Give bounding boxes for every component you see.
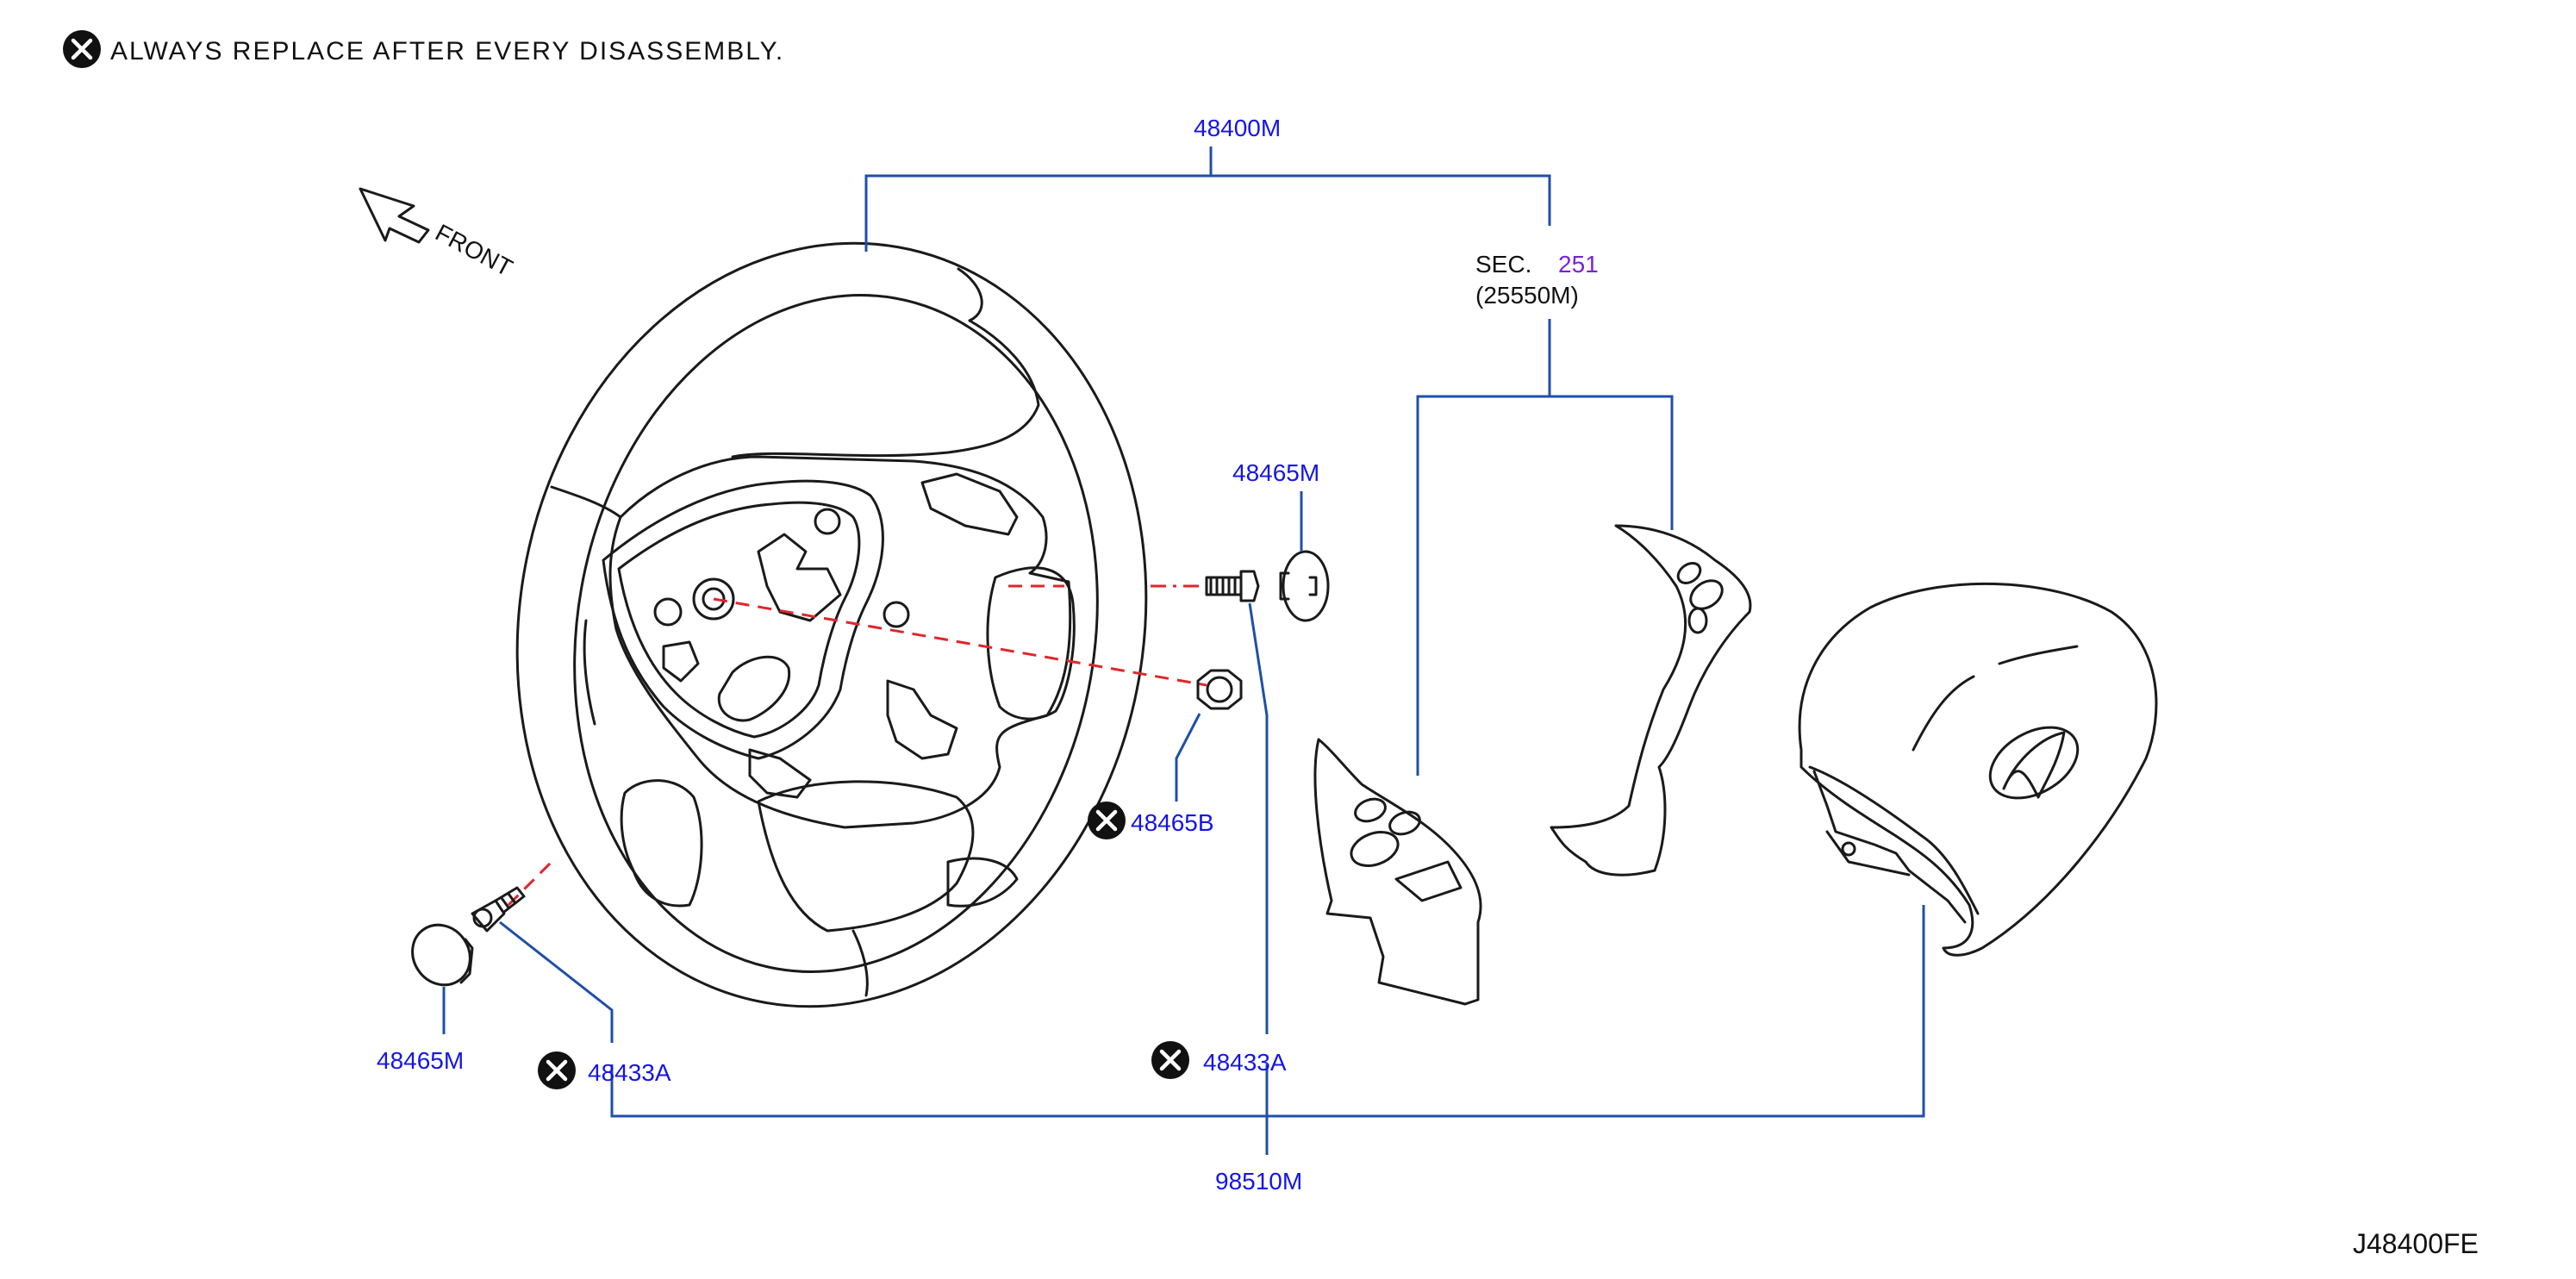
leader-lines — [442, 147, 1925, 1155]
section-prefix: SEC. — [1475, 251, 1531, 278]
diagram-code: J48400FE — [2353, 1228, 2479, 1259]
part-number-nut: 48465B — [1131, 809, 1214, 836]
replace-note: ALWAYS REPLACE AFTER EVERY DISASSEMBLY. — [63, 30, 784, 68]
section-part-number: (25550M) — [1475, 282, 1579, 309]
bolt-center — [1205, 570, 1260, 602]
switch-assembly-right — [1550, 524, 1752, 877]
part-number-bolt-center: 48433A — [1203, 1049, 1287, 1076]
cap-right — [1279, 550, 1330, 622]
part-number-bolt-left: 48433A — [588, 1059, 671, 1086]
airbag-module — [1798, 582, 2158, 957]
part-number-cap-left: 48465M — [377, 1047, 464, 1074]
assembly-centerlines — [507, 584, 1207, 907]
section-number[interactable]: 251 — [1558, 251, 1599, 278]
arrow-icon — [359, 187, 430, 244]
x-circle-icon — [63, 30, 101, 68]
x-circle-icon — [538, 1051, 576, 1089]
x-circle-icon — [1088, 802, 1126, 839]
cap-left — [411, 923, 474, 987]
front-label: FRONT — [431, 219, 517, 282]
steering-wheel-assembly — [515, 241, 1148, 1008]
front-indicator: FRONT — [359, 187, 517, 282]
switch-assembly-left — [1313, 738, 1482, 1006]
part-number-steering-wheel: 48400M — [1194, 115, 1281, 141]
bolt-left — [471, 886, 526, 933]
nut — [1196, 669, 1243, 710]
note-text: ALWAYS REPLACE AFTER EVERY DISASSEMBLY. — [110, 37, 784, 66]
x-circle-icon — [1151, 1041, 1189, 1079]
part-number-airbag: 98510M — [1215, 1168, 1302, 1195]
part-number-cap-right: 48465M — [1232, 459, 1319, 486]
